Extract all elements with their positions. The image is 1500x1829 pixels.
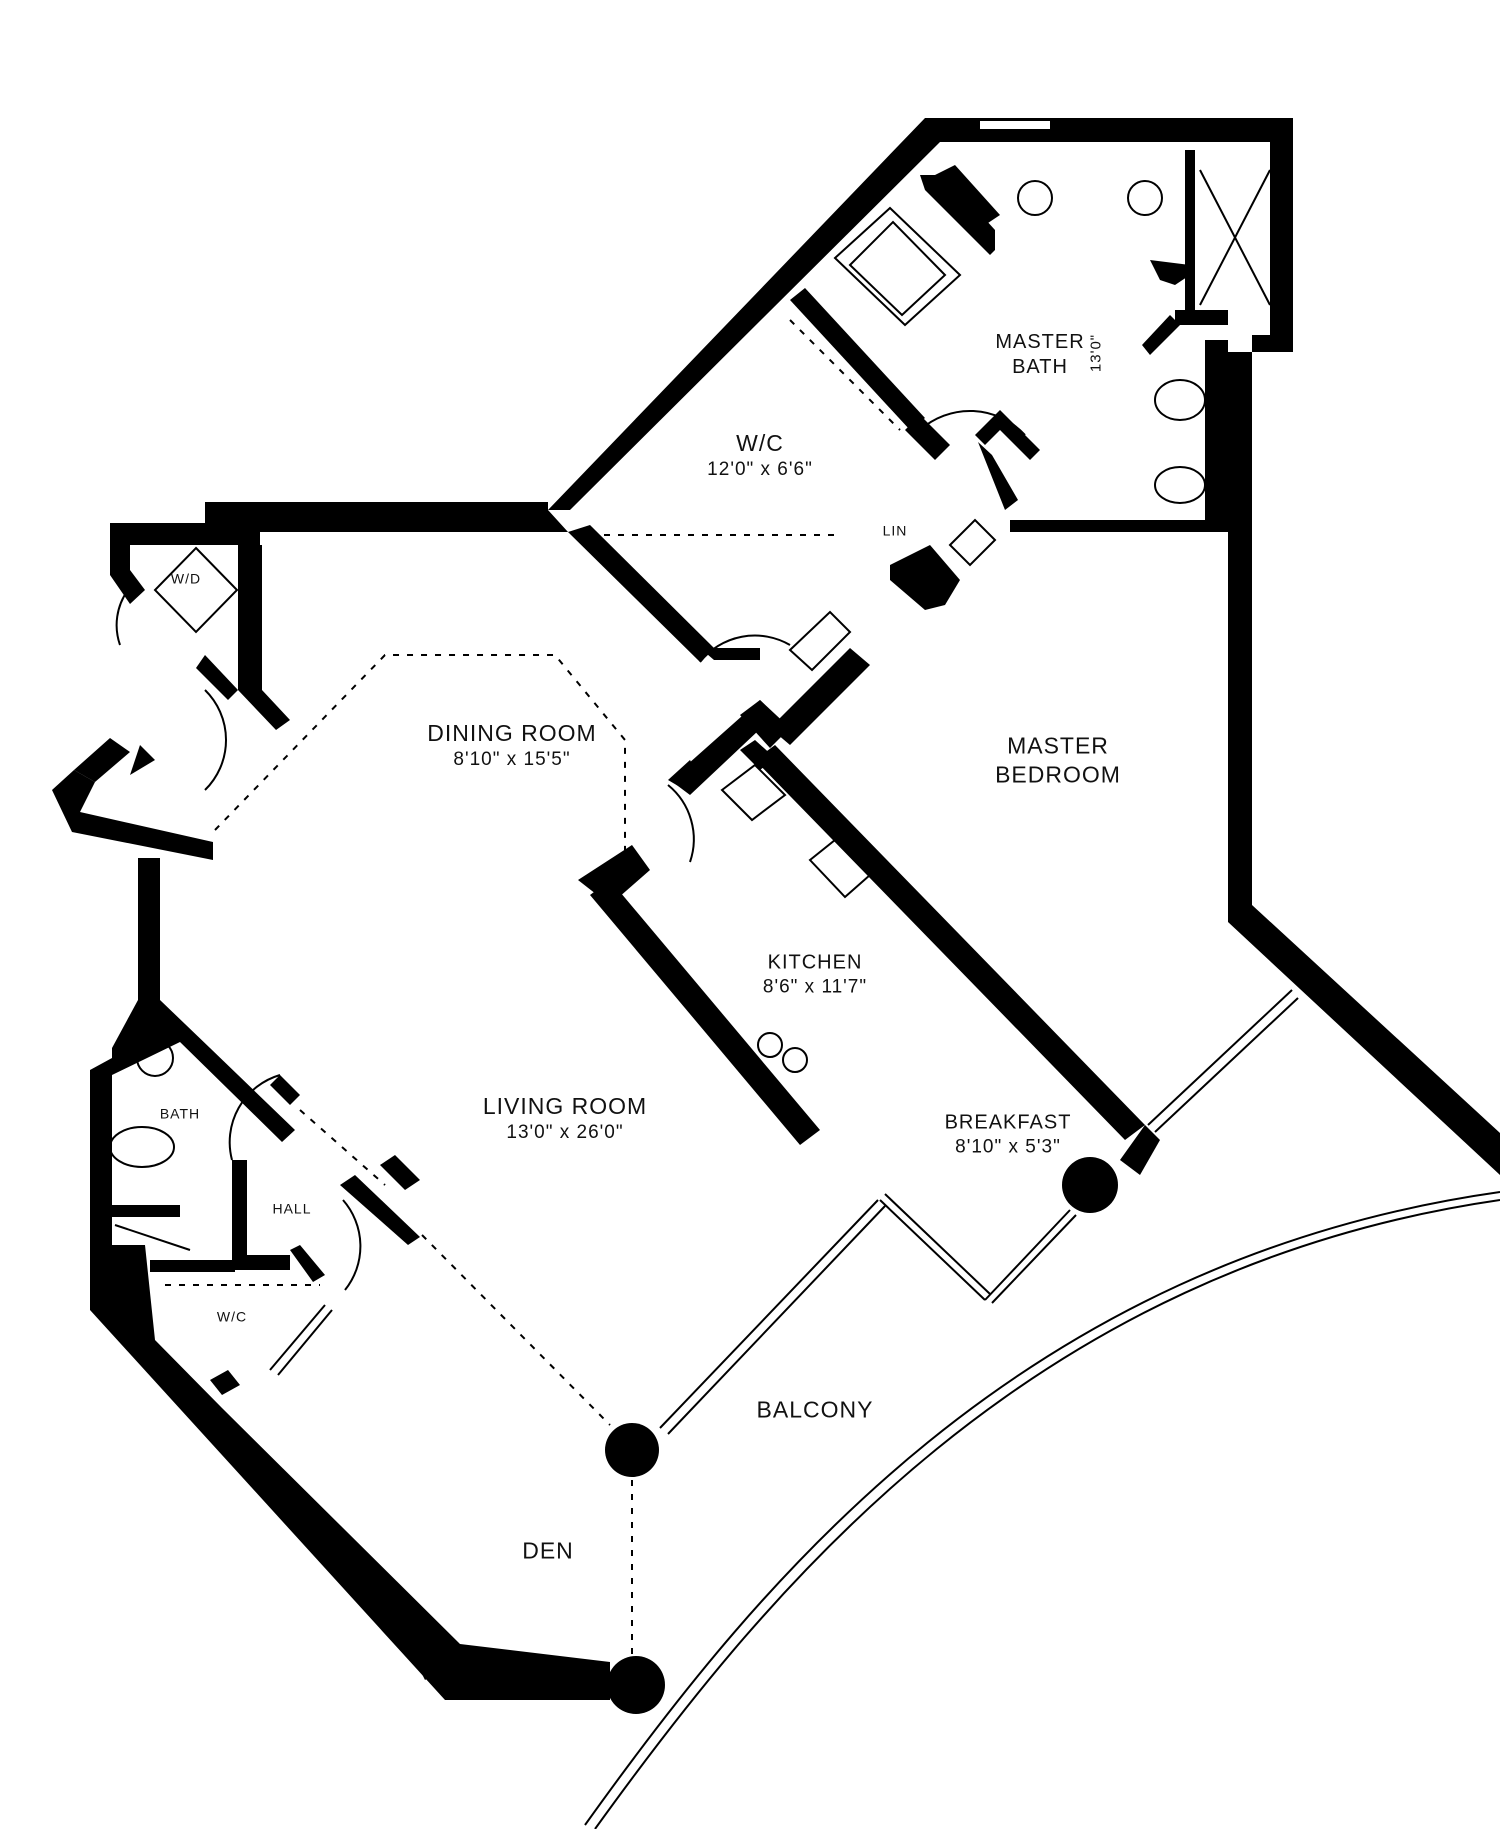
room-dimensions: 13'0" x 26'0": [506, 1121, 624, 1143]
columns: [605, 1125, 1160, 1714]
room-den: DEN: [522, 1537, 574, 1566]
room-wic: W/C 12'0" x 6'6": [707, 429, 813, 482]
label-lin: LIN: [882, 522, 908, 539]
label-bath: BATH: [159, 1105, 201, 1122]
dimension-mark: 13'0": [1087, 333, 1105, 373]
balcony-railing: [584, 1191, 1500, 1829]
room-dining: DINING ROOM 8'10" x 15'5": [427, 719, 596, 772]
door-swings: [115, 409, 1026, 1291]
room-name: W/C: [736, 429, 784, 456]
room-dimensions: 8'10" x 15'5": [453, 748, 571, 770]
window: [980, 121, 1050, 129]
room-master-bedroom: MASTER BEDROOM: [995, 731, 1121, 789]
room-name: DINING ROOM: [427, 719, 597, 746]
room-dimensions: 12'0" x 6'6": [707, 458, 813, 480]
room-name: MASTER: [995, 331, 1085, 353]
room-name: KITCHEN: [767, 951, 863, 974]
label-hall: HALL: [272, 1200, 312, 1217]
room-master-bath: MASTER BATH: [995, 330, 1084, 380]
room-name: MASTER: [1007, 732, 1109, 759]
label-wd: W/D: [170, 570, 202, 587]
room-dimensions: 8'6" x 11'7": [762, 976, 868, 998]
room-living: LIVING ROOM 13'0" x 26'0": [483, 1092, 647, 1145]
fixtures: [109, 169, 1271, 1251]
exterior-walls: [52, 118, 1500, 1700]
room-kitchen: KITCHEN 8'6" x 11'7": [763, 951, 867, 1000]
dashed-lines: [165, 319, 901, 1660]
room-name-line2: BEDROOM: [995, 761, 1121, 787]
room-name: BREAKFAST: [944, 1111, 1072, 1134]
room-breakfast: BREAKFAST 8'10" x 5'3": [945, 1111, 1072, 1160]
room-name: LIVING ROOM: [482, 1092, 648, 1119]
label-wc: W/C: [216, 1308, 248, 1325]
sliding-doors: [269, 989, 1299, 1435]
room-balcony: BALCONY: [757, 1396, 874, 1425]
room-dimensions: 8'10" x 5'3": [955, 1136, 1061, 1158]
room-name: BALCONY: [756, 1396, 874, 1423]
room-name: DEN: [522, 1537, 574, 1564]
room-name-line2: BATH: [1012, 356, 1068, 378]
